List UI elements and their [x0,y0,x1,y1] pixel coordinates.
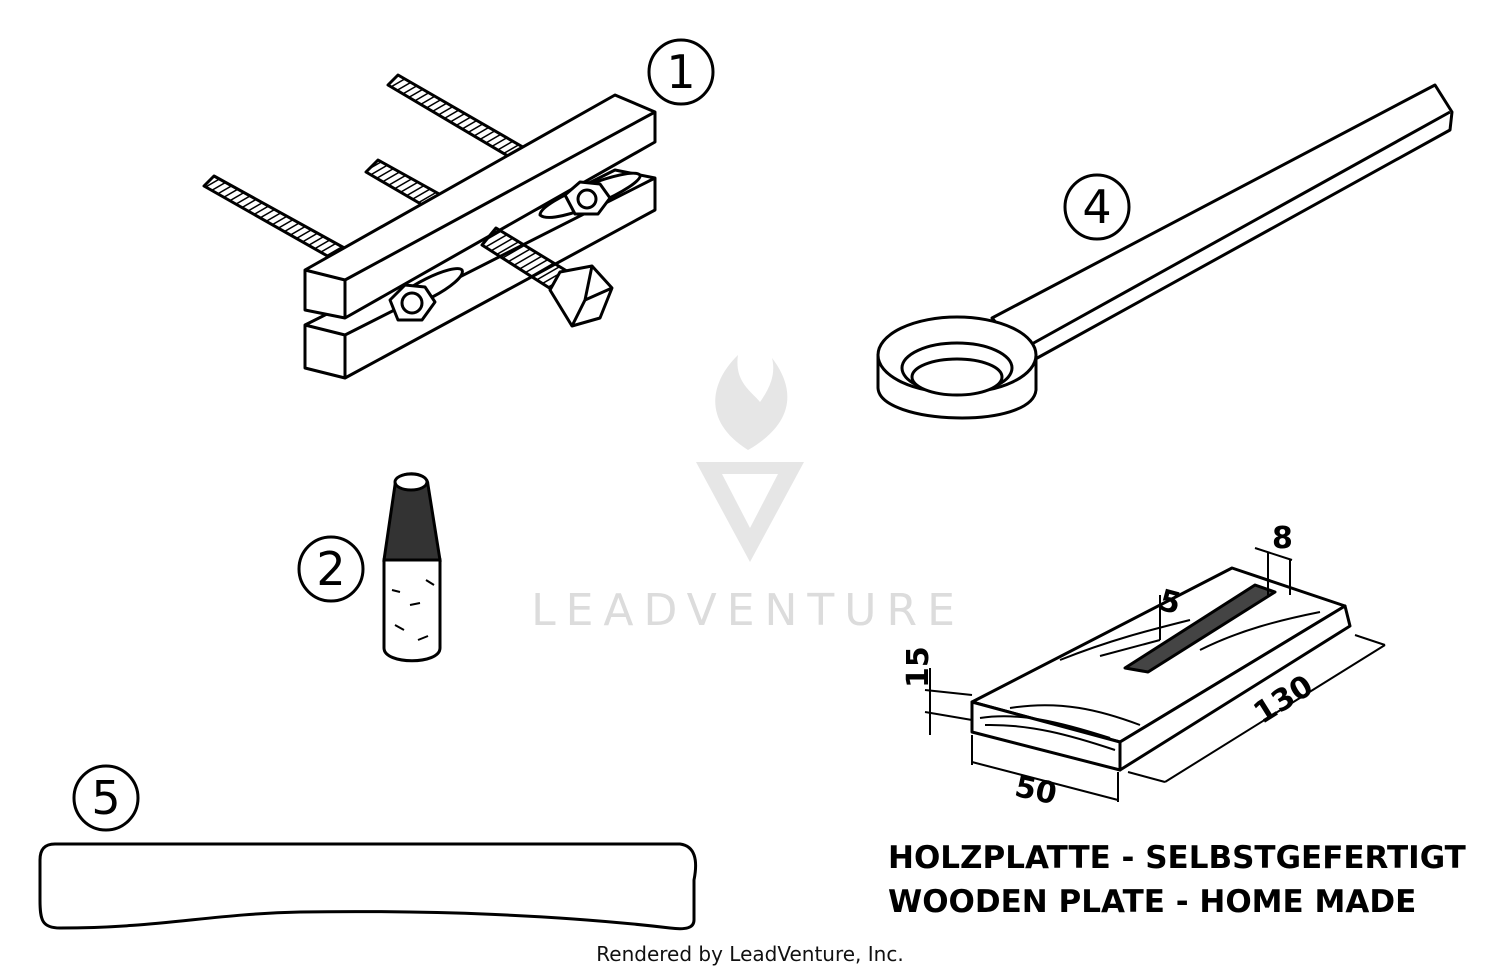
v-logo-icon [696,462,804,562]
callout-4[interactable]: 4 [1063,173,1131,241]
callout-5-label: 5 [91,771,120,825]
callout-5[interactable]: 5 [72,764,140,832]
part-1-puller [202,73,657,380]
watermark: LEADVENTURE [531,355,965,636]
dim-line-8 [1254,547,1293,561]
dim-line-130 [1354,634,1386,646]
callout-1[interactable]: 1 [647,38,715,106]
caption-line-2: WOODEN PLATE - HOME MADE [888,884,1417,920]
part-2-pin [382,472,442,663]
bolt-head [548,264,614,328]
watermark-text: LEADVENTURE [531,585,965,636]
footer-credit: Rendered by LeadVenture, Inc. [596,942,904,966]
callout-2[interactable]: 2 [297,535,365,603]
plate-end [1118,604,1352,772]
threaded-rod [202,174,350,264]
threaded-rod [386,73,530,164]
part-5-strip [38,842,698,931]
wrench-handle [990,83,1454,364]
plate-slot [1123,583,1277,674]
part-4-wrench [876,83,1454,420]
caption-line-1: HOLZPLATTE - SELBSTGEFERTIGT [888,840,1466,876]
callout-2-label: 2 [316,542,345,596]
wooden-plate [924,547,1386,802]
callout-4-label: 4 [1082,180,1111,234]
dim-label-15: 15 [901,646,936,688]
dim-label-8: 8 [1272,521,1293,556]
flame-logo-icon [715,355,788,450]
callout-1-label: 1 [666,45,695,99]
dim-label-50: 50 [1012,769,1060,812]
